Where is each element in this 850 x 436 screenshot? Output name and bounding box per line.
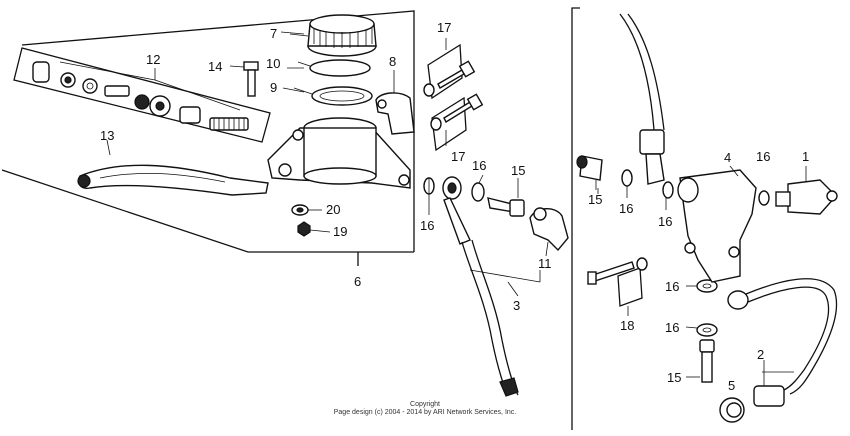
callout-13: 13 — [100, 128, 114, 143]
master-cylinder-body — [267, 117, 411, 189]
bolt-set-18 — [587, 257, 648, 316]
callout-4: 4 — [724, 150, 731, 165]
callout-18: 18 — [620, 318, 634, 333]
clutch-switch-11 — [529, 207, 569, 257]
callout-15-left: 15 — [511, 163, 525, 178]
callout-3-bracket — [469, 269, 541, 297]
banjo-bolt-15-right — [576, 155, 603, 190]
callout-16-g: 16 — [665, 320, 679, 335]
diaphragm-9 — [293, 86, 373, 106]
callout-2: 2 — [757, 347, 764, 362]
callout-15-lower: 15 — [667, 370, 681, 385]
washer-20 — [291, 204, 322, 216]
bolt-14 — [229, 61, 259, 97]
holder-8 — [375, 70, 415, 135]
callout-19: 19 — [333, 224, 347, 239]
callout-17-top: 17 — [437, 20, 451, 35]
brake-switch-1 — [775, 166, 838, 215]
callout-15-right: 15 — [588, 192, 602, 207]
brake-junction-4 — [677, 165, 757, 283]
cap-5 — [719, 397, 745, 423]
nut-19 — [297, 221, 331, 237]
callout-8: 8 — [389, 54, 396, 69]
banjo-bolt-15-left — [487, 178, 525, 217]
callout-3: 3 — [513, 298, 520, 313]
reservoir-cap-7 — [289, 14, 377, 57]
clutch-hose-3 — [423, 176, 519, 397]
callout-16-a: 16 — [420, 218, 434, 233]
right-section-frame — [571, 7, 580, 430]
callout-16-f: 16 — [665, 279, 679, 294]
callout-5: 5 — [728, 378, 735, 393]
callout-1: 1 — [802, 149, 809, 164]
callout-6: 6 — [354, 274, 361, 289]
brake-hose-2 — [727, 278, 838, 407]
bolt-set-17 — [423, 38, 484, 152]
callout-labels: 1 2 3 4 5 6 7 8 9 10 11 12 13 14 15 15 1… — [100, 20, 809, 393]
callout-12: 12 — [146, 52, 160, 67]
callout-16-b: 16 — [472, 158, 486, 173]
callout-20: 20 — [326, 202, 340, 217]
callout-9: 9 — [270, 80, 277, 95]
seal-kit-12 — [13, 47, 271, 143]
banjo-bolt-15-lower — [686, 339, 715, 383]
assembly-frame-6 — [1, 10, 415, 266]
washers-16 — [621, 169, 770, 337]
callout-7: 7 — [270, 26, 277, 41]
callout-16-d: 16 — [658, 214, 672, 229]
callout-11: 11 — [538, 256, 552, 271]
callout-14: 14 — [208, 59, 222, 74]
leader-lines — [280, 31, 698, 329]
copyright-notice: Copyright Page design (c) 2004 - 2014 by… — [334, 401, 517, 416]
callout-16-e: 16 — [756, 149, 770, 164]
callout-17-bottom: 17 — [451, 149, 465, 164]
upper-hose — [619, 13, 665, 185]
callout-10: 10 — [266, 56, 280, 71]
copyright-line-2: Page design (c) 2004 - 2014 by ARI Netwo… — [334, 409, 517, 416]
callout-16-c: 16 — [619, 201, 633, 216]
copyright-line-1: Copyright — [410, 401, 440, 408]
plate-10 — [297, 59, 371, 77]
clutch-lever-13 — [77, 139, 269, 196]
